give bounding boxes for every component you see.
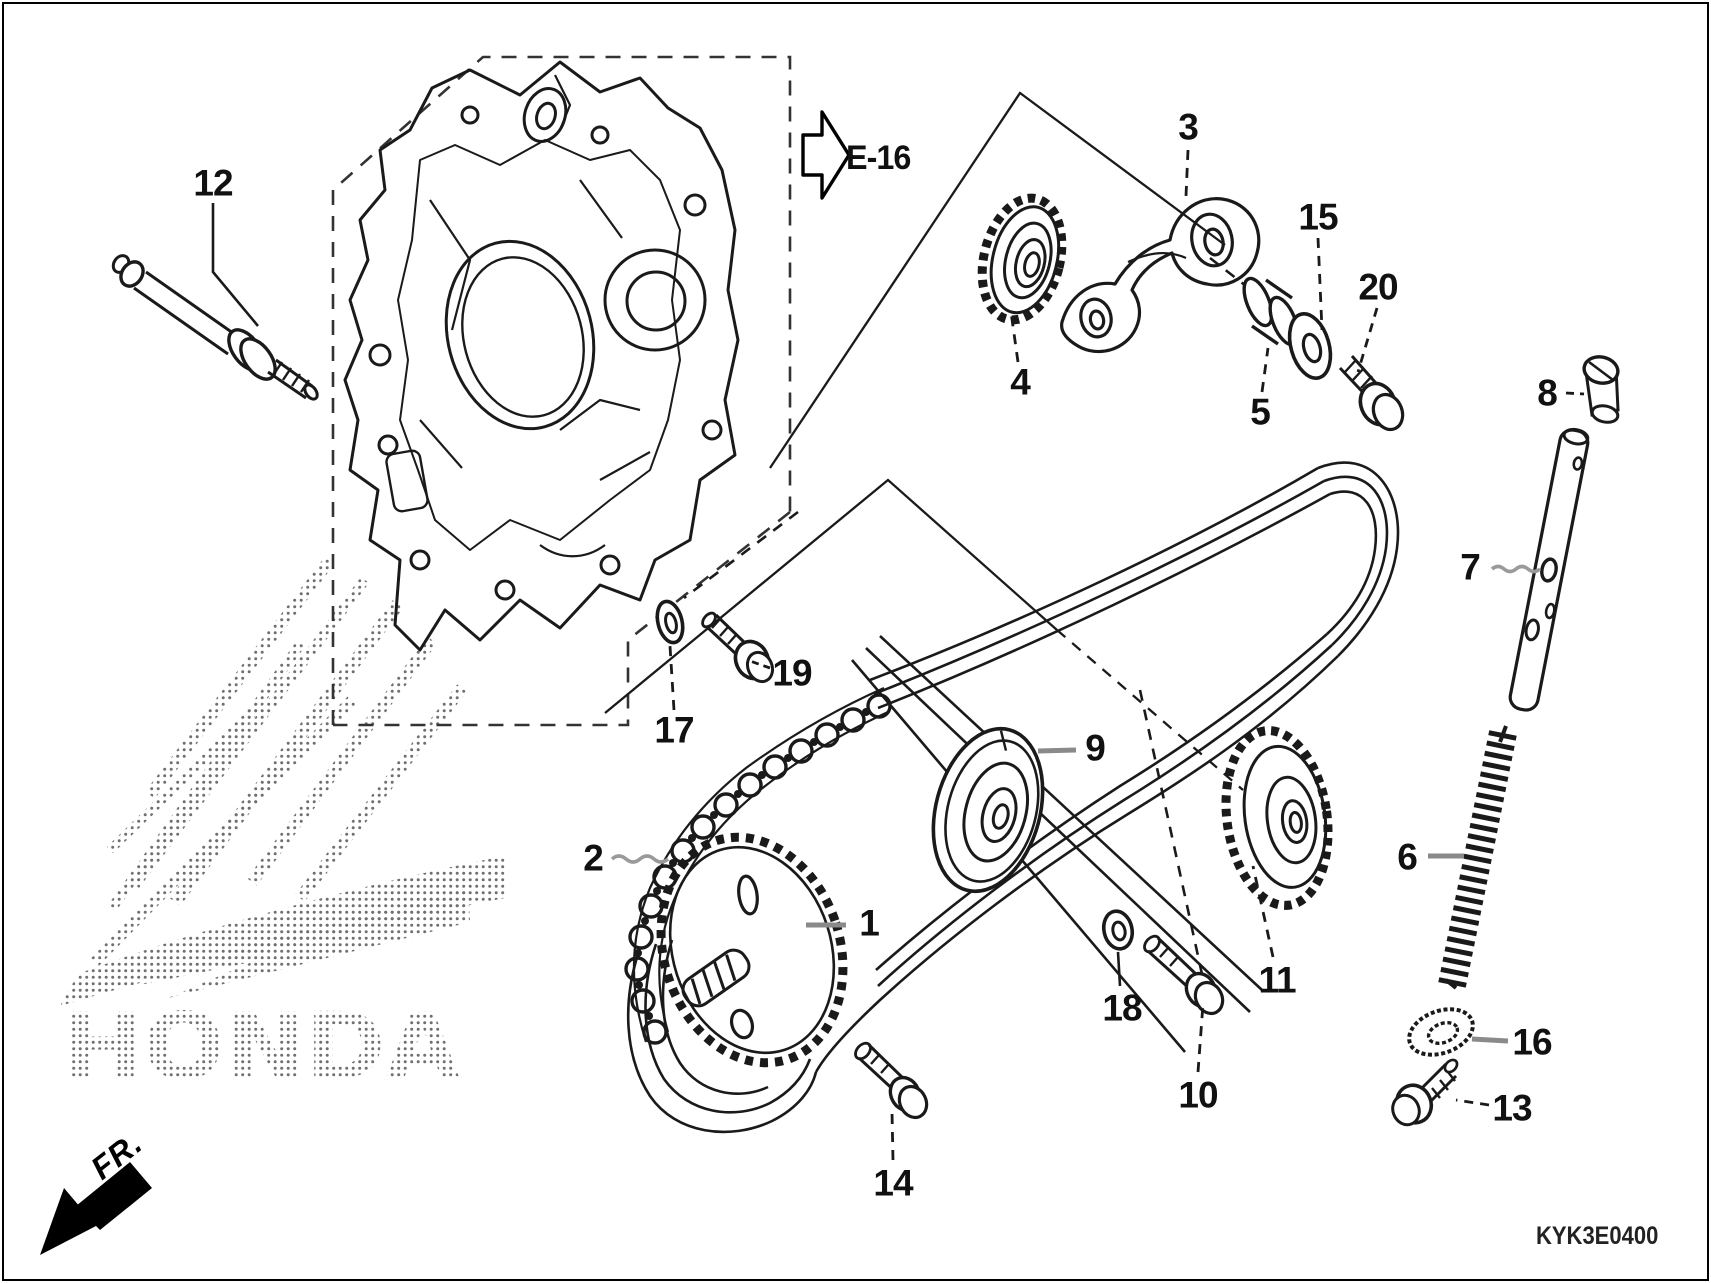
e16-arrow-icon [801,110,851,200]
callout-10: 10 [1178,1074,1218,1116]
callout-12: 12 [193,162,233,204]
honda-wing-watermark: HONDA [60,556,505,1100]
part-cap-8 [1582,355,1620,424]
diagram-code: KYK3E0400 [1536,1222,1659,1250]
callout-11: 11 [1258,959,1296,1001]
callout-17: 17 [654,709,694,751]
callout-2: 2 [583,837,604,879]
part-bolt-14 [854,1041,929,1120]
callout-1: 1 [859,902,880,944]
callout-15: 15 [1298,196,1338,238]
callout-5: 5 [1250,391,1271,433]
part-roller-5 [1242,276,1300,347]
part-chain-2 [624,686,892,1045]
part-washer-16 [1407,1007,1475,1057]
e16-reference-label: E-16 [846,139,911,177]
part-washer-17 [655,599,685,645]
callout-19: 19 [772,652,812,694]
part-spring-6 [1438,725,1517,990]
callout-9: 9 [1085,727,1106,769]
callout-13: 13 [1492,1087,1532,1129]
fr-arrow-icon [40,1162,152,1255]
part-pulser-rotor-9 [931,726,1045,894]
callout-18: 18 [1102,987,1142,1029]
part-sprocket-11 [1221,726,1333,910]
part-stud-bolt-12 [111,254,319,401]
part-bolt-19 [701,611,775,684]
part-bolt-13 [1391,1058,1459,1127]
leader-lines [604,91,1337,989]
dashed-detail-box [331,55,792,727]
honda-watermark-text: HONDA [62,993,460,1100]
callout-4: 4 [1010,361,1031,403]
callout-16: 16 [1512,1021,1552,1063]
callout-7: 7 [1460,546,1481,588]
callout-8: 8 [1537,372,1558,414]
part-washer-18 [1101,909,1135,951]
callout-leader-lines [211,149,1585,1161]
part-washer-15 [1287,312,1333,380]
crankcase-cover [343,60,740,652]
part-guide-bar-7 [1508,427,1590,712]
part-bolt-20 [1338,355,1405,432]
callout-14: 14 [873,1162,913,1204]
callout-3: 3 [1178,106,1199,148]
part-cam-chain-loop [626,461,1400,1134]
part-tensioner-arm-3 [1060,197,1261,354]
callout-6: 6 [1397,836,1418,878]
part-bolt-10 [1143,934,1225,1016]
callout-20: 20 [1358,266,1398,308]
part-sprocket-4 [977,193,1067,325]
